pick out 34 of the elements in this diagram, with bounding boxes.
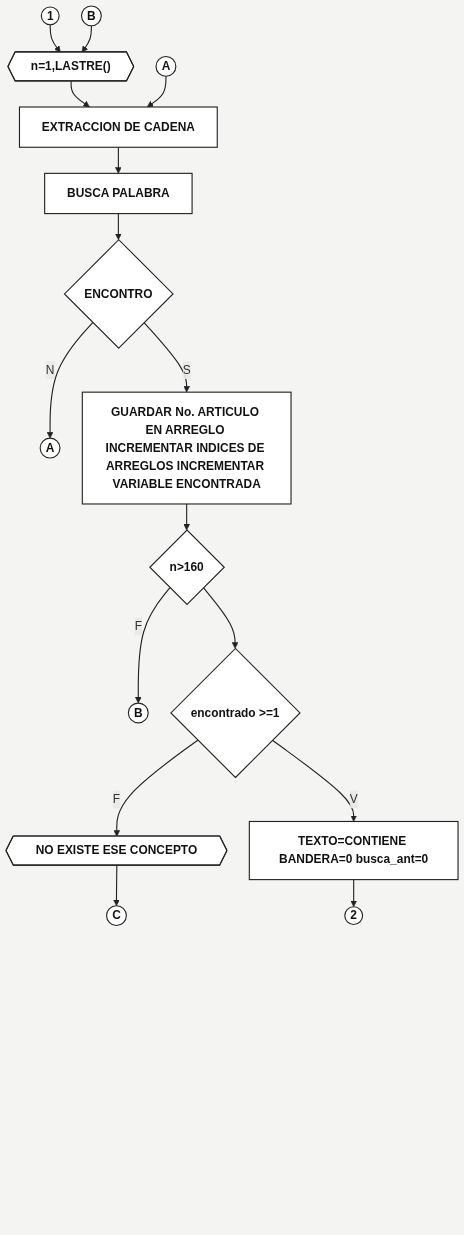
arrow bbox=[202, 587, 239, 649]
arrow bbox=[350, 879, 357, 907]
node-circle: A bbox=[155, 55, 177, 77]
arrow bbox=[49, 24, 61, 53]
node-circle: 1 bbox=[40, 6, 60, 26]
arrow bbox=[70, 80, 90, 108]
edge-label: V bbox=[349, 792, 358, 806]
node-box: EXTRACCION DE CADENA bbox=[18, 106, 218, 148]
node-diamond: ENCONTRO bbox=[63, 238, 174, 349]
edge-label: N bbox=[45, 363, 55, 377]
node-circle: B bbox=[80, 5, 102, 27]
arrow bbox=[115, 146, 122, 174]
arrow bbox=[183, 503, 190, 531]
arrow bbox=[115, 213, 122, 240]
arrow bbox=[113, 739, 199, 837]
arrow bbox=[146, 75, 167, 108]
node-diamond: n>160 bbox=[149, 529, 226, 606]
arrow bbox=[135, 587, 171, 704]
node-circle: 2 bbox=[344, 906, 364, 926]
arrow bbox=[81, 25, 92, 53]
node-circle: A bbox=[39, 437, 61, 459]
arrow bbox=[113, 864, 120, 906]
node-box: GUARDAR No. ARTICULO EN ARREGLO INCREMENTAR INDICES DE ARREGLOS INCREMENTAR VARIABLE ENCONTRADA bbox=[81, 391, 292, 505]
edge-label: F bbox=[134, 619, 142, 633]
arrow bbox=[143, 322, 190, 393]
node-circle: C bbox=[106, 905, 127, 927]
arrow bbox=[271, 739, 357, 822]
edge-label: F bbox=[112, 792, 121, 806]
edge-label: S bbox=[182, 363, 191, 377]
node-box: TEXTO=CONTIENE BANDERA=0 busca_ant=0 bbox=[248, 820, 459, 881]
node-circle: B bbox=[127, 702, 149, 724]
arrow bbox=[46, 322, 94, 439]
node-diamond: encontrado >=1 bbox=[170, 647, 301, 779]
node-box: BUSCA PALABRA bbox=[44, 172, 193, 215]
